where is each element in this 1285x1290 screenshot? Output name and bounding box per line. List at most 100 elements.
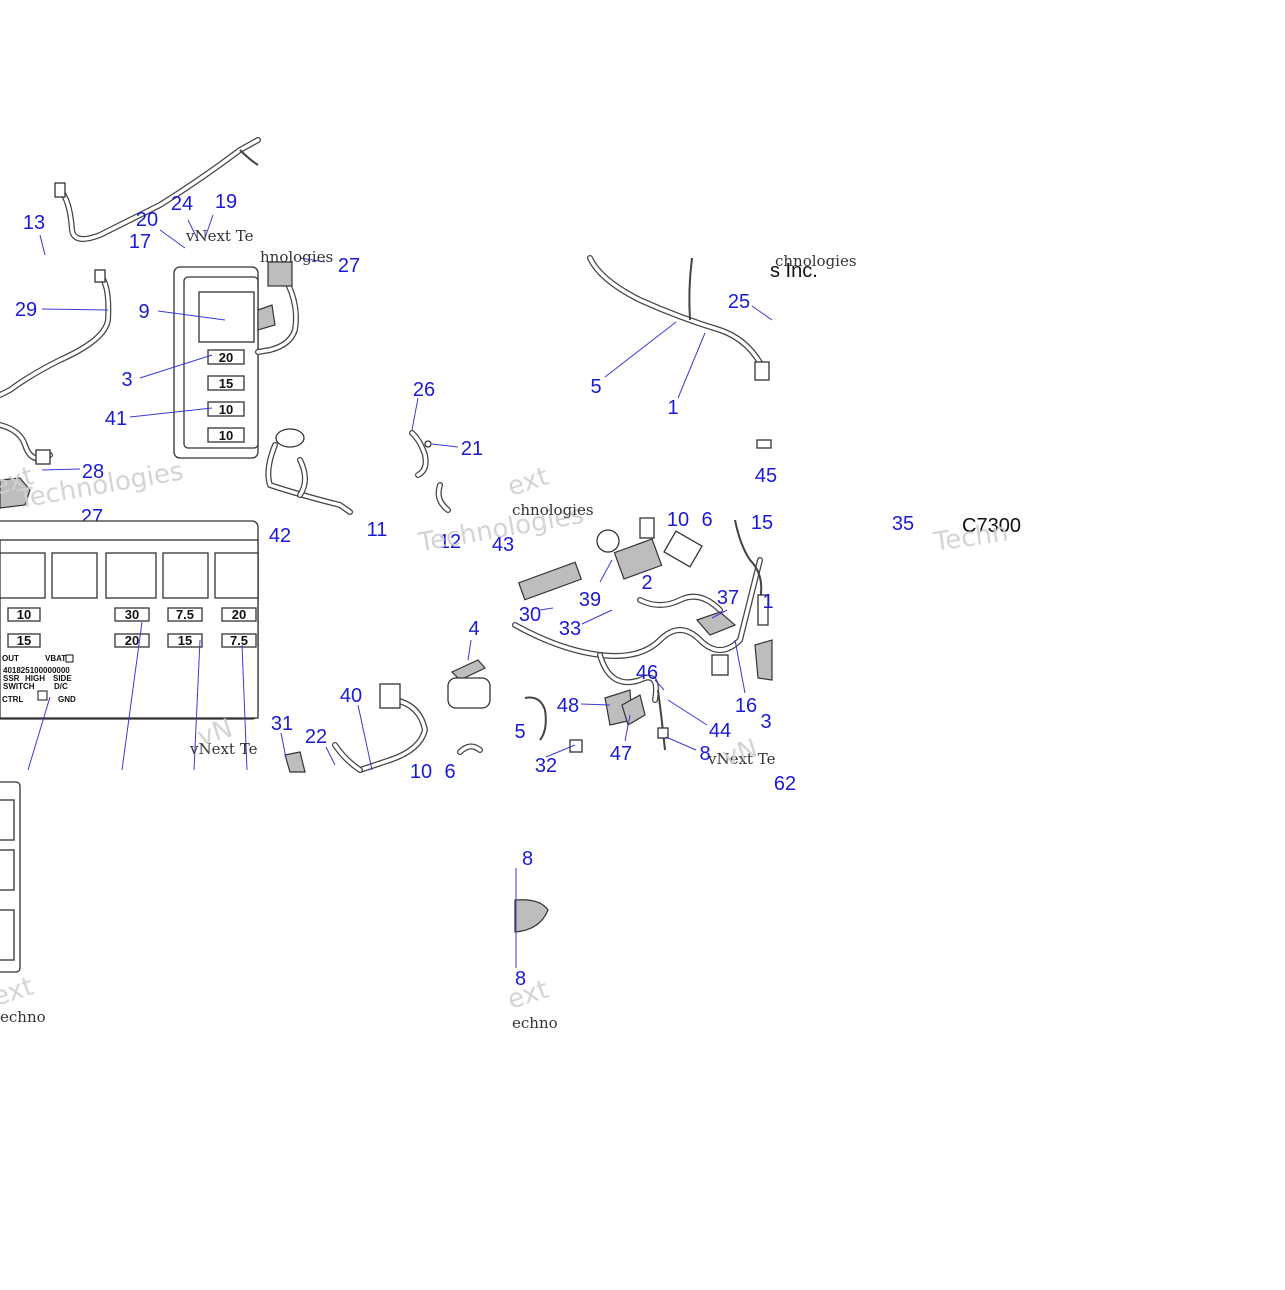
module-icon — [0, 477, 31, 509]
watermark-text: ext — [0, 972, 37, 1013]
callout-label: 15 — [751, 512, 773, 534]
watermark-text: vNext Te — [185, 227, 254, 245]
svg-text:GND: GND — [58, 695, 76, 704]
callout-label: 19 — [215, 191, 237, 213]
callout-label: 6 — [701, 509, 712, 531]
connector-icon — [94, 269, 106, 283]
callout-label: 20 — [136, 209, 158, 231]
svg-text:SWITCH: SWITCH — [3, 682, 35, 691]
callout-label: 4 — [468, 618, 479, 640]
bracket-icon — [257, 304, 276, 331]
fuse-label: 30 — [125, 607, 139, 622]
callout-label: 47 — [610, 743, 632, 765]
fuse-label: 15 — [219, 376, 233, 391]
fuse-label: 10 — [219, 428, 233, 443]
callout-label: 12 — [439, 531, 461, 553]
callout-label: 40 — [340, 685, 362, 707]
callout-label: 1 — [762, 591, 773, 613]
watermark-text: echno — [512, 1014, 558, 1032]
callout-label: 42 — [269, 525, 291, 547]
callout-label: 31 — [271, 713, 293, 735]
callout-label: 10 — [410, 761, 432, 783]
fuse-block — [613, 538, 663, 580]
watermark-text: ext — [504, 975, 552, 1016]
callout-label: 24 — [171, 193, 193, 215]
bracket-icon — [621, 694, 646, 726]
fuse-label: 7.5 — [230, 633, 248, 648]
tile-center-right: 5 1 25 45 s Inc. chnologies — [587, 252, 857, 487]
callout-label: 3 — [760, 711, 771, 733]
fuse-label: 15 — [17, 633, 31, 648]
watermark-text: vNext Te — [707, 750, 776, 768]
callout-label: 3 — [121, 369, 132, 391]
callout-label: 10 — [667, 509, 689, 531]
callout-label: 41 — [105, 408, 127, 430]
svg-text:HIGH: HIGH — [25, 674, 45, 683]
tile-top-left: 20 15 10 10 13 20 24 19 17 29 9 3 41 28 … — [0, 137, 261, 528]
fuse-row: 10 15 30 20 7.5 15 20 7.5 — [7, 607, 257, 648]
callout-label: 2 — [641, 572, 652, 594]
callout-label: 17 — [129, 231, 151, 253]
connector-icon — [54, 182, 66, 198]
callout-label: 13 — [23, 212, 45, 234]
grommet-icon — [596, 529, 620, 553]
module-icon — [754, 639, 773, 681]
tile-main-harness: 43 10 6 15 2 39 30 33 37 46 48 5 44 16 4… — [492, 462, 796, 795]
callout-label: 25 — [728, 291, 750, 313]
company-name: s Inc. — [770, 260, 818, 282]
svg-text:CTRL: CTRL — [2, 695, 23, 704]
watermark-text: echno — [0, 1008, 46, 1026]
module-icon — [447, 677, 491, 709]
callout-label: 5 — [514, 721, 525, 743]
callout-label: 28 — [82, 461, 104, 483]
callout-label: 8 — [515, 968, 526, 990]
callout-label: 37 — [717, 587, 739, 609]
tile-relay-panel: 10 15 30 20 7.5 15 20 7.5 OUT VBAT 40182… — [0, 520, 259, 771]
watermark-text: chnologies — [512, 501, 594, 519]
svg-text:SSR: SSR — [3, 674, 20, 683]
tile-bottom-center: 8 8 ext echno — [504, 848, 558, 1032]
bracket-icon — [695, 611, 737, 636]
callout-label: 5 — [590, 376, 601, 398]
screw-icon — [424, 440, 432, 448]
connector-icon — [657, 727, 669, 739]
svg-text:VBAT: VBAT — [45, 654, 66, 663]
callout-label: 27 — [338, 255, 360, 277]
fuse-label: 15 — [178, 633, 192, 648]
fuse-column: 20 15 10 10 — [207, 349, 245, 443]
svg-text:401825100000000: 401825100000000 — [3, 666, 70, 675]
callout-label: 29 — [15, 299, 37, 321]
callout-label: 45 — [755, 465, 777, 487]
callout-label: 9 — [138, 301, 149, 323]
watermark-text: Techn — [931, 518, 1010, 558]
svg-text:D/C: D/C — [54, 682, 68, 691]
callout-label: 30 — [519, 604, 541, 626]
relay-block — [198, 291, 255, 343]
connector-icon — [379, 683, 401, 709]
fuse-label: 10 — [219, 402, 233, 417]
fuse-label: 20 — [125, 633, 139, 648]
callout-label: 44 — [709, 720, 731, 742]
watermark-text: chnologies — [775, 252, 857, 270]
figure-code: C7300 — [962, 515, 1021, 537]
bracket-icon — [663, 530, 703, 568]
fuse-label: 10 — [17, 607, 31, 622]
connector-icon — [35, 449, 51, 465]
connector-icon — [284, 751, 306, 773]
svg-text:OUT: OUT — [2, 654, 19, 663]
connector-icon — [639, 517, 655, 539]
callout-label: 1 — [667, 397, 678, 419]
connector-icon — [756, 439, 772, 449]
callout-label: 11 — [367, 519, 388, 541]
connector-icon — [711, 654, 729, 676]
callout-label: 26 — [413, 379, 435, 401]
callout-label: 46 — [636, 662, 658, 684]
fuse-label: 20 — [219, 350, 233, 365]
connector-icon — [754, 361, 770, 381]
svg-text:SIDE: SIDE — [53, 674, 72, 683]
callout-label: 33 — [559, 618, 581, 640]
callout-label: 8 — [699, 743, 710, 765]
connector-icon — [267, 261, 293, 287]
